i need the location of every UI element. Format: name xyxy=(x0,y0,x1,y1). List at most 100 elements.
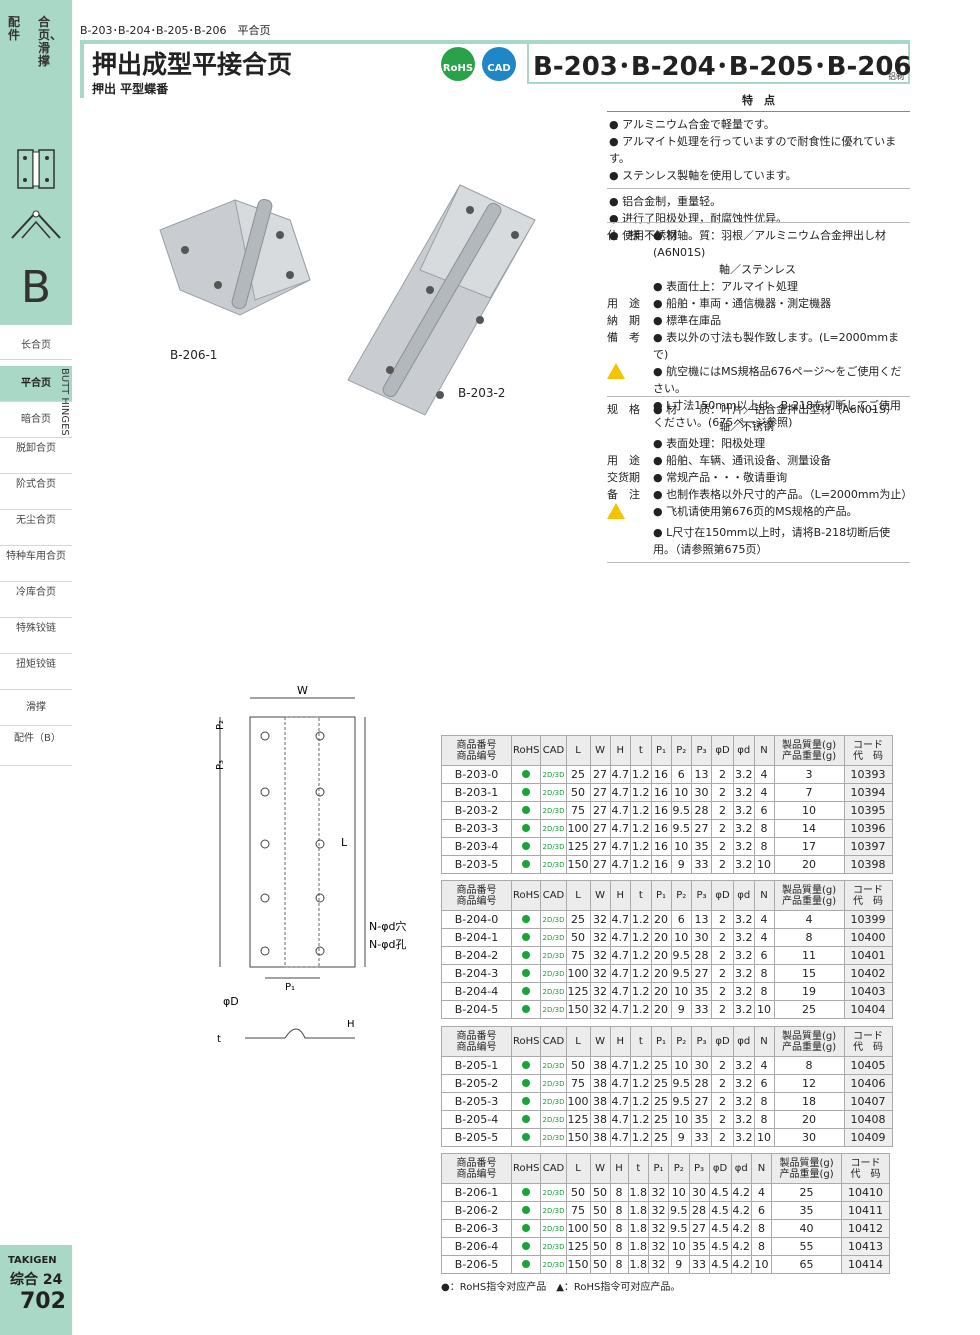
cad-cell[interactable]: 2D/3D xyxy=(540,819,567,838)
table-cell: 32 xyxy=(648,1255,670,1274)
cad-cell[interactable]: 2D/3D xyxy=(540,982,567,1001)
table-header-cell: L xyxy=(565,1153,591,1184)
sidebar: 配件 合页、滑撑 B 长合页 平合页 暗合页 脱卸合页 阶式合页 无尘合页 特种… xyxy=(0,0,72,1335)
table-header-cell: P₂ xyxy=(670,880,693,911)
table-cell: 2 xyxy=(711,1092,735,1111)
table-cell: 8 xyxy=(753,819,775,838)
table-cell: B-206-3 xyxy=(441,1219,512,1238)
table-header-cell: W xyxy=(589,1026,611,1057)
table-header-cell: φd xyxy=(733,880,755,911)
cad-cell[interactable]: 2D/3D xyxy=(540,1237,567,1256)
cad-cell[interactable]: 2D/3D xyxy=(540,783,567,802)
cad-cell[interactable]: 2D/3D xyxy=(540,1074,567,1093)
sidebar-item-vehicle-hinge[interactable]: 特种车用合页 xyxy=(0,546,72,582)
model-box: B-203･B-204･B-205･B-206 铝制 xyxy=(527,42,912,84)
table-cell: 4.7 xyxy=(609,837,632,856)
table-cell: B-204-4 xyxy=(441,982,512,1001)
cad-cell[interactable]: 2D/3D xyxy=(540,928,567,947)
sidebar-item-dustproof-hinge[interactable]: 无尘合页 xyxy=(0,510,72,546)
cad-cell[interactable]: 2D/3D xyxy=(540,1201,567,1220)
page-subtitle: 押出 平型蝶番 xyxy=(92,82,169,96)
table-cell: 18 xyxy=(773,1092,845,1111)
sidebar-item-torque-hinge[interactable]: 扭矩铰链 xyxy=(0,654,72,690)
table-cell: 2 xyxy=(711,910,735,929)
table-header-cell: 製品質量(g) 产品重量(g) xyxy=(773,1026,845,1057)
table-cell: 13 xyxy=(691,765,713,784)
table-cell: 10393 xyxy=(843,765,893,784)
table-cell: 4 xyxy=(773,910,845,929)
table-cell: 1.2 xyxy=(630,964,652,983)
table-cell: 3 xyxy=(773,765,845,784)
table-cell: 8 xyxy=(773,1056,845,1075)
features-heading: 特 点 xyxy=(607,92,910,112)
table-cell: 4.2 xyxy=(730,1183,753,1202)
table-cell: 35 xyxy=(691,837,713,856)
table-cell: B-205-1 xyxy=(441,1056,512,1075)
table-cell: 32 xyxy=(589,964,611,983)
table-header-cell: W xyxy=(589,735,611,766)
table-cell: 4.2 xyxy=(730,1219,753,1238)
table-cell: B-205-4 xyxy=(441,1110,512,1129)
table-cell: 65 xyxy=(771,1255,843,1274)
table-cell: 20 xyxy=(773,1110,845,1129)
cad-cell[interactable]: 2D/3D xyxy=(540,1183,567,1202)
table-cell: 33 xyxy=(688,1255,710,1274)
cad-cell[interactable]: 2D/3D xyxy=(540,855,567,874)
table-cell: 10400 xyxy=(843,928,893,947)
cad-cell[interactable]: 2D/3D xyxy=(540,964,567,983)
table-header-cell: P₃ xyxy=(691,1026,713,1057)
table-cell: 75 xyxy=(565,946,591,965)
cad-cell[interactable]: 2D/3D xyxy=(540,765,567,784)
cad-cell[interactable]: 2D/3D xyxy=(540,1110,567,1129)
sidebar-item-lift-off-hinge[interactable]: 脱卸合页 xyxy=(0,438,72,474)
table-header-cell: CAD xyxy=(540,735,567,766)
table-cell: 25 xyxy=(650,1056,672,1075)
cad-cell[interactable]: 2D/3D xyxy=(540,1056,567,1075)
table-cell: 6 xyxy=(753,946,775,965)
table-header-cell: φD xyxy=(711,880,735,911)
cad-cell[interactable]: 2D/3D xyxy=(540,801,567,820)
table-cell: 10398 xyxy=(843,855,893,874)
sidebar-item-concealed-hinge[interactable]: 暗合页 xyxy=(0,402,72,438)
cad-cell[interactable]: 2D/3D xyxy=(540,946,567,965)
sidebar-item-step-hinge[interactable]: 阶式合页 xyxy=(0,474,72,510)
cad-cell[interactable]: 2D/3D xyxy=(540,1219,567,1238)
table-cell: 10 xyxy=(751,1255,773,1274)
sidebar-item-accessory[interactable]: 配件（B） xyxy=(0,726,72,766)
spec-row: 用 途● 船舶・車両・通信機器・測定機器 xyxy=(607,297,832,310)
cad-cell[interactable]: 2D/3D xyxy=(540,1092,567,1111)
table-cell: 1.2 xyxy=(630,1092,652,1111)
cad-cell[interactable]: 2D/3D xyxy=(540,837,567,856)
sidebar-letter: B xyxy=(20,262,52,313)
sidebar-item-butt-hinge[interactable]: 平合页 xyxy=(0,366,72,402)
sidebar-item-stay[interactable]: 滑撑 xyxy=(0,690,72,726)
table-header-cell: H xyxy=(609,880,632,911)
table-cell: B-206-5 xyxy=(441,1255,512,1274)
table-cell: 4.7 xyxy=(609,1056,632,1075)
cad-cell[interactable]: 2D/3D xyxy=(540,910,567,929)
cad-cell[interactable]: 2D/3D xyxy=(540,1000,567,1019)
table-cell: 2 xyxy=(711,1128,735,1147)
sidebar-item-cold-storage-hinge[interactable]: 冷库合页 xyxy=(0,582,72,618)
cad-cell[interactable]: 2D/3D xyxy=(540,1128,567,1147)
sidebar-item-long-hinge[interactable]: 长合页 xyxy=(0,330,72,360)
table-cell: 1.2 xyxy=(630,819,652,838)
table-cell: 10407 xyxy=(843,1092,893,1111)
table-header-cell: P₁ xyxy=(650,735,672,766)
table-cell: 3.2 xyxy=(733,837,755,856)
sidebar-item-special-hinge[interactable]: 特殊铰链 xyxy=(0,618,72,654)
cad-cell[interactable]: 2D/3D xyxy=(540,1255,567,1274)
table-cell: 38 xyxy=(589,1092,611,1111)
table-cell: 30 xyxy=(773,1128,845,1147)
table-header-cell: P₁ xyxy=(650,880,672,911)
table-cell: 3.2 xyxy=(733,801,755,820)
table-cell: 4.7 xyxy=(609,855,632,874)
hole-label-jp: N-φd穴 xyxy=(369,919,406,933)
table-cell: 9.5 xyxy=(670,1092,693,1111)
hinge-icon xyxy=(17,149,55,189)
